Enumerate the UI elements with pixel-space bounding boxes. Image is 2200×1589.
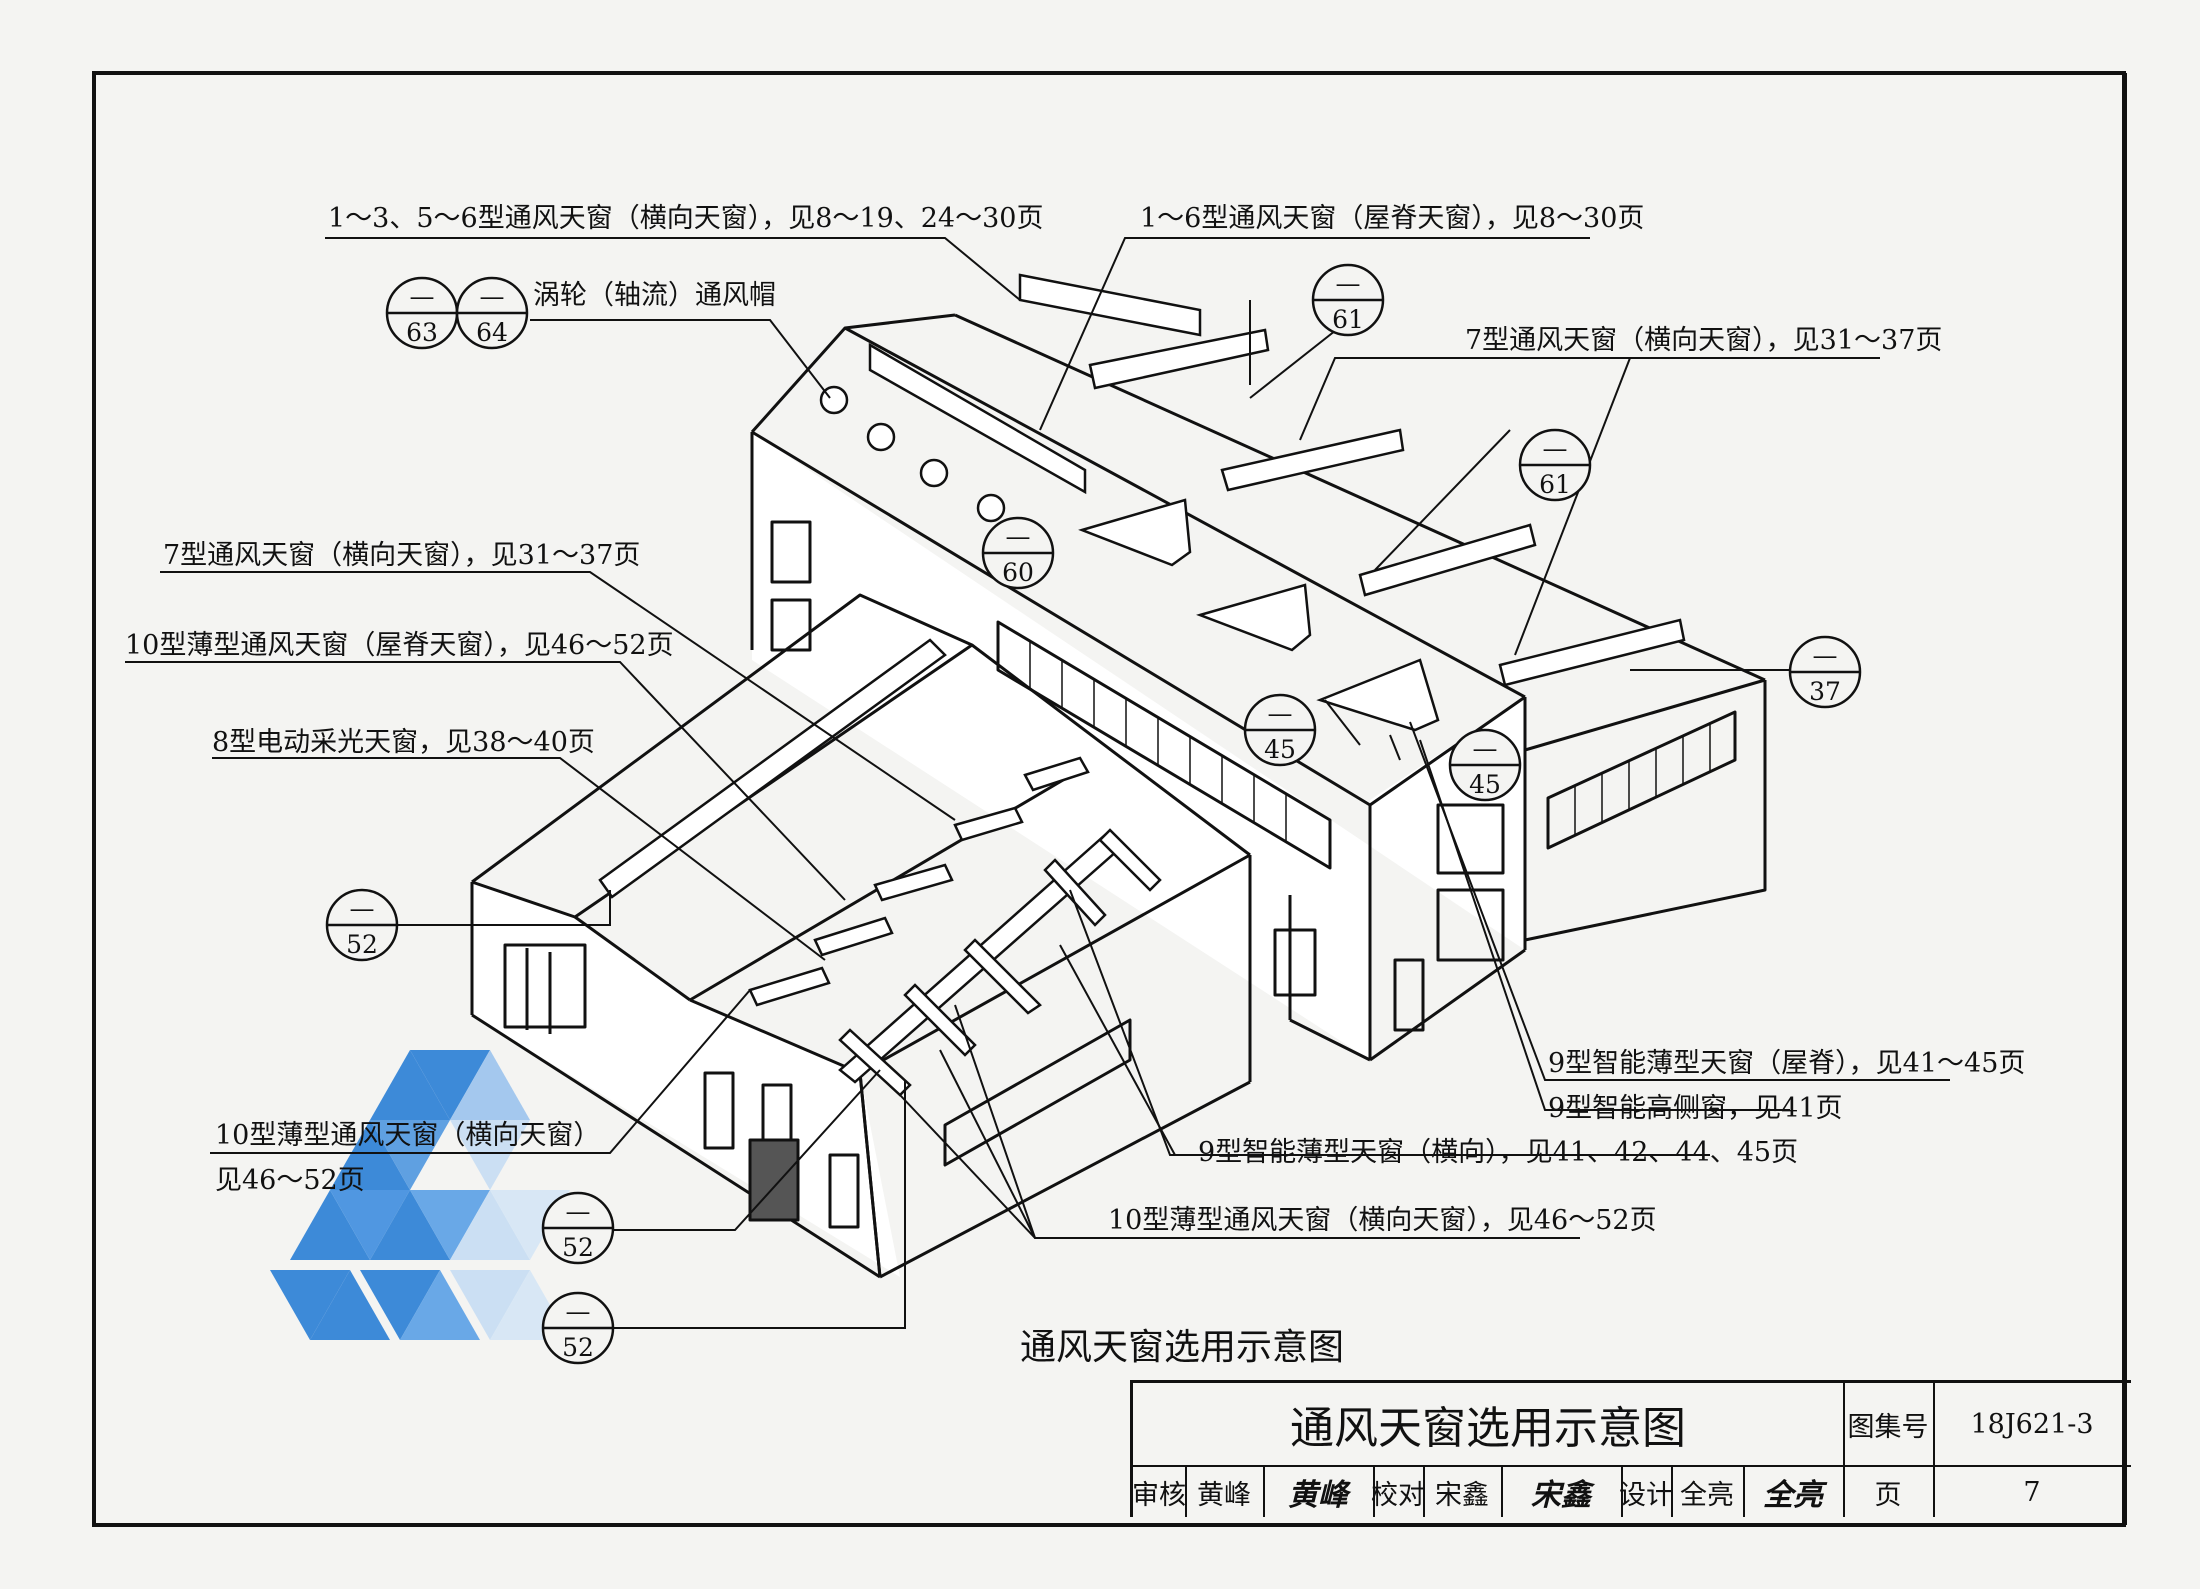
title-block: 通风天窗选用示意图 图集号 18J621-3 审核 黄峰 黄峰 校对 宋鑫 宋鑫… [1130, 1380, 2131, 1517]
svg-text:52: 52 [562, 1333, 594, 1362]
svg-text:37: 37 [1809, 677, 1841, 706]
label-type10-ridge: 10型薄型通风天窗（屋脊天窗），见46～52页 [125, 630, 674, 661]
label-type9-ridge: 9型智能薄型天窗（屋脊），见41～45页 [1548, 1048, 2026, 1079]
svg-text:60: 60 [1002, 558, 1034, 587]
label-type7-left: 7型通风天窗（横向天窗），见31～37页 [163, 540, 641, 571]
design-signature: 全亮 [1763, 1478, 1823, 1513]
label-lateral-1-6: 1～3、5～6型通风天窗（横向天窗），见8～19、24～30页 [328, 203, 1044, 234]
window-strips [1029, 641, 1711, 841]
svg-text:—: — [566, 1197, 591, 1226]
building-front [470, 593, 1252, 1279]
svg-text:—: — [1543, 434, 1568, 463]
review-signature: 黄峰 [1288, 1478, 1348, 1513]
svg-text:—: — [1473, 734, 1498, 763]
atlas-number: 18J621-3 [1970, 1408, 2094, 1440]
label-type9-lateral: 9型智能薄型天窗（横向），见41、42、44、45页 [1198, 1137, 1799, 1168]
svg-text:52: 52 [346, 930, 378, 959]
review-label: 审核 [1132, 1479, 1186, 1511]
svg-text:—: — [1813, 641, 1838, 670]
svg-text:45: 45 [1469, 770, 1501, 799]
label-type8-skylight: 8型电动采光天窗，见38～40页 [212, 727, 595, 758]
svg-text:61: 61 [1332, 305, 1364, 334]
svg-text:—: — [350, 894, 375, 923]
label-type7-right: 7型通风天窗（横向天窗），见31～37页 [1465, 325, 1943, 356]
ref-bubble-52-lower: — 52 [541, 1291, 615, 1365]
label-ridge-1-6: 1～6型通风天窗（屋脊天窗），见8～30页 [1140, 203, 1645, 234]
page-label: 页 [1874, 1479, 1902, 1511]
svg-text:64: 64 [476, 318, 508, 347]
drawing-caption: 通风天窗选用示意图 [1020, 1327, 1345, 1368]
ref-bubble-64: — 64 [455, 276, 529, 350]
svg-text:—: — [1268, 699, 1293, 728]
leader-lines [125, 237, 1950, 1329]
check-name: 宋鑫 [1435, 1479, 1489, 1511]
turbine-caps [819, 385, 1006, 523]
review-name: 黄峰 [1197, 1479, 1251, 1511]
ref-bubble-37: — 37 [1788, 635, 1862, 709]
main-end-wall [752, 432, 1525, 1060]
ref-bubble-52-mid: — 52 [541, 1191, 615, 1265]
ref-bubble-45-left: — 45 [1243, 693, 1317, 767]
svg-text:45: 45 [1264, 735, 1296, 764]
label-turbine-cap: 涡轮（轴流）通风帽 [533, 280, 776, 311]
label-type10-lateral-left-page: 见46～52页 [215, 1165, 365, 1196]
svg-text:52: 52 [562, 1233, 594, 1262]
skylights-front [748, 756, 1162, 1097]
ref-bubble-52-upper: — 52 [325, 888, 399, 962]
ref-bubble-61-top: — 61 [1311, 263, 1385, 337]
check-signature: 宋鑫 [1531, 1478, 1591, 1513]
ref-bubble-60: — 60 [981, 516, 1055, 590]
label-type10-lateral-left: 10型薄型通风天窗（横向天窗） [215, 1120, 601, 1151]
svg-text:63: 63 [406, 318, 438, 347]
svg-text:—: — [1006, 522, 1031, 551]
label-type10-lateral-right: 10型薄型通风天窗（横向天窗），见46～52页 [1108, 1205, 1657, 1236]
page-number: 7 [2023, 1476, 2041, 1508]
svg-text:—: — [480, 282, 505, 311]
ref-bubble-63: — 63 [385, 276, 459, 350]
ref-bubble-61-mid: — 61 [1518, 428, 1592, 502]
ref-bubble-45-right: — 45 [1448, 728, 1522, 802]
svg-text:—: — [1336, 269, 1361, 298]
svg-text:—: — [410, 282, 435, 311]
design-label: 设计 [1619, 1479, 1673, 1511]
design-name: 全亮 [1680, 1479, 1734, 1511]
atlas-number-label: 图集号 [1847, 1411, 1929, 1443]
page-edge [2124, 73, 2127, 1525]
label-type9-clerestory: 9型智能高侧窗，见41页 [1548, 1093, 1843, 1124]
check-label: 校对 [1371, 1479, 1425, 1511]
svg-text:61: 61 [1539, 470, 1571, 499]
title-block-title: 通风天窗选用示意图 [1290, 1403, 1686, 1454]
svg-text:—: — [566, 1297, 591, 1326]
